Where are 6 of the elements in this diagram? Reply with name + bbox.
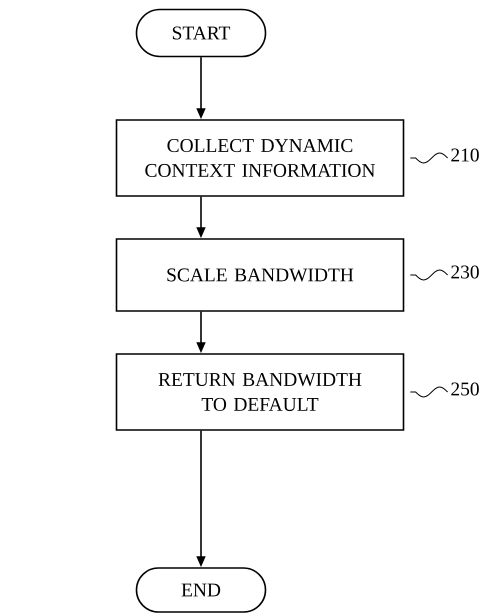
callout-number: 210 (451, 148, 479, 162)
process-box: RETURN BANDWIDTH TO DEFAULT (116, 353, 404, 431)
callout-number: 250 (451, 382, 479, 396)
callout-number: 230 (451, 265, 479, 279)
process-box: SCALE BANDWIDTH (116, 238, 404, 312)
process-box: COLLECT DYNAMIC CONTEXT INFORMATION (116, 119, 404, 197)
